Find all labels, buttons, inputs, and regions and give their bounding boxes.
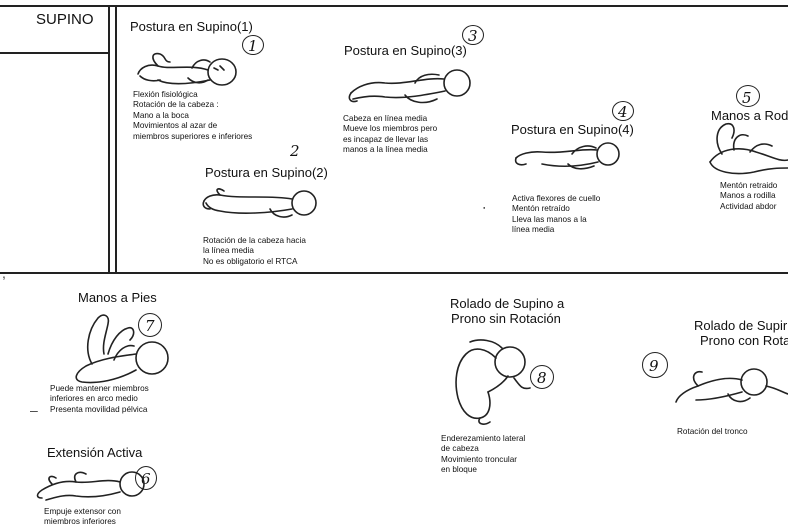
stage-1-line-1: Flexión fisiológica bbox=[133, 90, 252, 100]
stage-6-description: Empuje extensor con miembros inferiores bbox=[44, 507, 121, 528]
label-cell-rule bbox=[0, 52, 110, 54]
stage-3-line-2: Mueve los miembros pero bbox=[343, 124, 437, 134]
stage-8-line-3: Movimiento troncular bbox=[441, 455, 525, 465]
stage-1-line-4: Movimientos al azar de bbox=[133, 121, 252, 131]
stage-2-line-2: la línea media bbox=[203, 246, 306, 256]
stage-5-line-2: Manos a rodilla bbox=[720, 191, 777, 201]
stage-4-description: Activa flexores de cuello Mentón retraíd… bbox=[512, 194, 600, 236]
stage-9-number-circle bbox=[642, 352, 668, 378]
stage-8-infant-illustration bbox=[440, 338, 535, 426]
stage-7-infant-illustration bbox=[62, 310, 177, 385]
stage-4-infant-illustration bbox=[512, 140, 622, 175]
label-column-rule-right bbox=[115, 5, 117, 273]
stage-4-number-circle bbox=[612, 101, 634, 121]
stage-5-number-circle bbox=[736, 85, 760, 107]
stage-5-description: Mentón retraido Manos a rodilla Activida… bbox=[720, 181, 777, 212]
stage-4-line-1: Activa flexores de cuello bbox=[512, 194, 600, 204]
stage-4-line-3: Lleva las manos a la bbox=[512, 215, 600, 225]
stage-8-description: Enderezamiento lateral de cabeza Movimie… bbox=[441, 434, 525, 476]
scan-mark: ‧ bbox=[482, 200, 486, 217]
stage-2-number: 2 bbox=[290, 142, 300, 160]
stage-7-line-2: inferiores en arco medio bbox=[50, 394, 149, 404]
stage-8-title-line-1: Rolado de Supino a bbox=[450, 296, 564, 311]
stage-7-line-3: Presenta movilidad pélvica bbox=[50, 405, 149, 415]
stage-5-line-3: Actividad abdor bbox=[720, 202, 777, 212]
stage-3-title: Postura en Supino(3) bbox=[344, 43, 467, 58]
scan-mark: , bbox=[2, 265, 6, 281]
stage-6-line-2: miembros inferiores bbox=[44, 517, 121, 527]
stage-3-number-circle bbox=[462, 25, 484, 45]
stage-2-infant-illustration bbox=[200, 185, 320, 225]
stage-1-description: Flexión fisiológica Rotación de la cabez… bbox=[133, 90, 252, 142]
stage-8-line-4: en bloque bbox=[441, 465, 525, 475]
stage-1-infant-illustration bbox=[130, 50, 240, 90]
stage-9-title-line-2: Prono con Rota bbox=[700, 333, 788, 348]
stage-9-line-1: Rotación del tronco bbox=[677, 427, 748, 437]
section-divider-rule bbox=[0, 272, 788, 274]
stage-9-infant-illustration bbox=[672, 360, 788, 410]
stage-3-line-4: manos a la línea media bbox=[343, 145, 437, 155]
scan-mark: – bbox=[30, 402, 38, 418]
stage-1-line-2: Rotación de la cabeza : bbox=[133, 100, 252, 110]
stage-1-number-circle bbox=[242, 35, 264, 55]
stage-5-infant-illustration bbox=[700, 118, 788, 178]
stage-3-description: Cabeza en línea media Mueve los miembros… bbox=[343, 114, 437, 156]
stage-9-title-line-1: Rolado de Supir bbox=[694, 318, 787, 333]
stage-4-line-2: Mentón retraído bbox=[512, 204, 600, 214]
stage-1-title: Postura en Supino(1) bbox=[130, 19, 253, 34]
stage-8-title-line-2: Prono sin Rotación bbox=[451, 311, 561, 326]
stage-2-description: Rotación de la cabeza hacia la línea med… bbox=[203, 236, 306, 267]
stage-1-line-3: Mano a la boca bbox=[133, 111, 252, 121]
stage-3-line-3: es incapaz de llevar las bbox=[343, 135, 437, 145]
stage-4-title: Postura en Supino(4) bbox=[511, 122, 634, 137]
stage-6-infant-illustration bbox=[32, 468, 152, 504]
stage-5-line-1: Mentón retraido bbox=[720, 181, 777, 191]
stage-1-line-5: miembros superiores e inferiores bbox=[133, 132, 252, 142]
stage-7-description: Puede mantener miembros inferiores en ar… bbox=[50, 384, 149, 415]
stage-2-title: Postura en Supino(2) bbox=[205, 165, 328, 180]
stage-7-title: Manos a Pies bbox=[78, 290, 157, 305]
stage-8-line-2: de cabeza bbox=[441, 444, 525, 454]
stage-4-line-4: línea media bbox=[512, 225, 600, 235]
stage-2-line-1: Rotación de la cabeza hacia bbox=[203, 236, 306, 246]
stage-8-line-1: Enderezamiento lateral bbox=[441, 434, 525, 444]
top-rule bbox=[0, 5, 788, 7]
stage-9-description: Rotación del tronco bbox=[677, 427, 748, 437]
stage-7-line-1: Puede mantener miembros bbox=[50, 384, 149, 394]
stage-6-title: Extensión Activa bbox=[47, 445, 142, 460]
section-label: SUPINO bbox=[36, 11, 94, 28]
stage-3-infant-illustration bbox=[345, 65, 475, 110]
stage-6-line-1: Empuje extensor con bbox=[44, 507, 121, 517]
stage-3-line-1: Cabeza en línea media bbox=[343, 114, 437, 124]
label-column-rule-left bbox=[108, 5, 110, 273]
stage-2-line-3: No es obligatorio el RTCA bbox=[203, 257, 306, 267]
